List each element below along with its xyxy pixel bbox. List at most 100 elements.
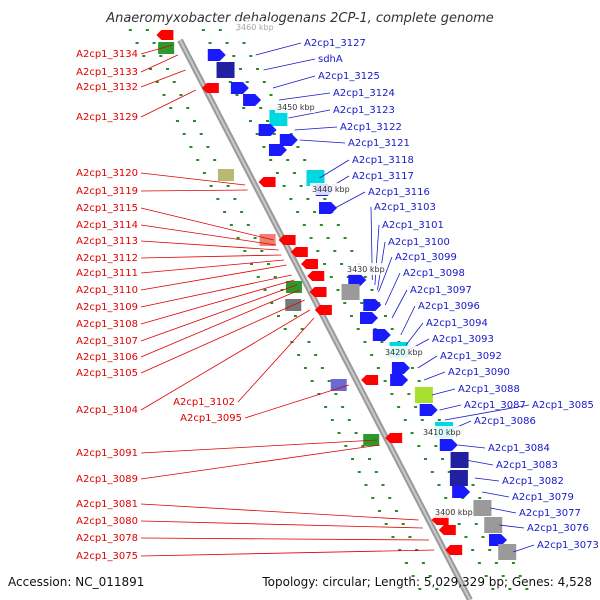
gene-label-right[interactable]: A2cp1_3124 [333, 88, 395, 99]
gene-label-left[interactable]: A2cp1_3095 [180, 413, 242, 424]
forward-gene-block[interactable] [484, 517, 503, 533]
forward-gene-arrow[interactable] [258, 124, 277, 136]
gene-label-left[interactable]: A2cp1_3108 [76, 319, 138, 330]
gene-label-right[interactable]: A2cp1_3073 [537, 540, 599, 551]
gene-label-right[interactable]: A2cp1_3100 [388, 237, 450, 248]
forward-gene-arrow[interactable] [419, 404, 438, 416]
reverse-gene-arrow[interactable] [301, 259, 319, 269]
forward-gene-block[interactable] [498, 544, 517, 560]
forward-gene-arrow[interactable] [319, 202, 338, 214]
reverse-gene-block[interactable] [285, 281, 302, 293]
gene-label-left[interactable]: A2cp1_3132 [76, 82, 138, 93]
forward-gene-arrow[interactable] [372, 329, 391, 341]
gene-label-left[interactable]: A2cp1_3081 [76, 499, 138, 510]
forward-gene-block[interactable] [450, 452, 469, 468]
gene-label-right[interactable]: A2cp1_3083 [496, 460, 558, 471]
gene-label-left[interactable]: A2cp1_3119 [76, 186, 138, 197]
reverse-gene-block[interactable] [158, 42, 175, 54]
gene-label-right[interactable]: A2cp1_3117 [352, 171, 414, 182]
forward-gene-arrow[interactable] [363, 299, 382, 311]
forward-gene-arrow[interactable] [360, 312, 379, 324]
gene-label-right[interactable]: A2cp1_3103 [374, 202, 436, 213]
gene-label-left[interactable]: A2cp1_3120 [76, 168, 138, 179]
reverse-gene-arrow[interactable] [307, 271, 325, 281]
gene-label-right[interactable]: A2cp1_3127 [304, 38, 366, 49]
gene-label-left[interactable]: A2cp1_3075 [76, 551, 138, 562]
gene-label-right[interactable]: A2cp1_3076 [527, 523, 589, 534]
gene-label-left[interactable]: A2cp1_3112 [76, 253, 138, 264]
gene-label-right[interactable]: A2cp1_3125 [318, 71, 380, 82]
reverse-gene-arrow[interactable] [201, 83, 219, 93]
reverse-gene-arrow[interactable] [290, 247, 308, 257]
gene-label-right[interactable]: A2cp1_3121 [348, 138, 410, 149]
gene-label-left[interactable]: A2cp1_3078 [76, 533, 138, 544]
forward-gene-arrow[interactable] [390, 374, 409, 386]
forward-gene-arrow[interactable] [452, 486, 471, 498]
gene-label-left[interactable]: A2cp1_3105 [76, 368, 138, 379]
forward-gene-block[interactable] [341, 284, 360, 300]
gene-label-right[interactable]: A2cp1_3123 [333, 105, 395, 116]
gene-label-left[interactable]: A2cp1_3107 [76, 336, 138, 347]
gene-label-left[interactable]: A2cp1_3109 [76, 302, 138, 313]
gene-label-right[interactable]: A2cp1_3093 [432, 334, 494, 345]
gene-label-left[interactable]: A2cp1_3129 [76, 112, 138, 123]
forward-gene-block[interactable] [414, 387, 433, 403]
reverse-gene-arrow[interactable] [445, 545, 463, 555]
gene-label-left[interactable]: A2cp1_3080 [76, 516, 138, 527]
gene-label-left[interactable]: A2cp1_3089 [76, 474, 138, 485]
reverse-gene-block[interactable] [217, 169, 234, 181]
forward-gene-arrow[interactable] [348, 274, 367, 286]
forward-gene-block[interactable] [306, 170, 325, 186]
gene-label-right[interactable]: A2cp1_3097 [410, 285, 472, 296]
gene-label-left[interactable]: A2cp1_3102 [173, 397, 235, 408]
gene-label-right[interactable]: A2cp1_3088 [458, 384, 520, 395]
forward-gene-arrow[interactable] [391, 362, 410, 374]
gene-label-right[interactable]: A2cp1_3096 [418, 301, 480, 312]
gene-label-left[interactable]: A2cp1_3104 [76, 405, 138, 416]
gene-label-right[interactable]: A2cp1_3092 [440, 351, 502, 362]
forward-gene-arrow[interactable] [243, 94, 262, 106]
gene-label-right[interactable]: sdhA [318, 54, 343, 65]
gene-label-left[interactable]: A2cp1_3113 [76, 236, 138, 247]
gene-label-right[interactable]: A2cp1_3099 [395, 252, 457, 263]
reverse-gene-arrow[interactable] [156, 30, 174, 40]
forward-gene-block[interactable] [449, 470, 468, 486]
gene-label-right[interactable]: A2cp1_3118 [352, 155, 414, 166]
gene-label-right[interactable]: A2cp1_3077 [519, 508, 581, 519]
reverse-gene-block[interactable] [330, 379, 347, 391]
reverse-gene-arrow[interactable] [309, 287, 327, 297]
gene-label-right[interactable]: A2cp1_3090 [448, 367, 510, 378]
gene-label-right[interactable]: A2cp1_3086 [474, 416, 536, 427]
gene-label-right[interactable]: A2cp1_3082 [502, 476, 564, 487]
forward-gene-arrow[interactable] [439, 439, 458, 451]
gene-label-right[interactable]: A2cp1_3098 [403, 268, 465, 279]
gene-label-left[interactable]: A2cp1_3115 [76, 203, 138, 214]
forward-gene-arrow[interactable] [207, 49, 226, 61]
gene-label-right[interactable]: A2cp1_3079 [512, 492, 574, 503]
gene-label-right[interactable]: A2cp1_3094 [426, 318, 488, 329]
gene-label-right[interactable]: A2cp1_3101 [382, 220, 444, 231]
gene-label-left[interactable]: A2cp1_3114 [76, 220, 138, 231]
reverse-gene-arrow[interactable] [385, 433, 403, 443]
forward-gene-arrow[interactable] [230, 82, 249, 94]
forward-gene-arrow[interactable] [279, 134, 298, 146]
reverse-gene-arrow[interactable] [258, 177, 276, 187]
gene-label-left[interactable]: A2cp1_3134 [76, 49, 138, 60]
gene-label-left[interactable]: A2cp1_3133 [76, 67, 138, 78]
gene-label-right[interactable]: A2cp1_3085 [532, 400, 594, 411]
gene-label-left[interactable]: A2cp1_3110 [76, 285, 138, 296]
forward-gene-block[interactable] [216, 62, 235, 78]
gene-label-right[interactable]: A2cp1_3087 [464, 400, 526, 411]
gene-label-right[interactable]: A2cp1_3084 [488, 443, 550, 454]
gene-label-right[interactable]: A2cp1_3116 [368, 187, 430, 198]
gene-label-right[interactable]: A2cp1_3122 [340, 122, 402, 133]
gene-label-left[interactable]: A2cp1_3106 [76, 352, 138, 363]
forward-gene-block[interactable] [269, 110, 288, 126]
forward-gene-arrow[interactable] [268, 144, 287, 156]
gene-label-left[interactable]: A2cp1_3111 [76, 268, 138, 279]
reverse-gene-arrow[interactable] [314, 305, 332, 315]
reverse-gene-arrow[interactable] [438, 525, 456, 535]
forward-gene-block[interactable] [473, 500, 492, 516]
forward-gene-arrow[interactable] [489, 534, 507, 546]
reverse-gene-arrow[interactable] [278, 235, 296, 245]
